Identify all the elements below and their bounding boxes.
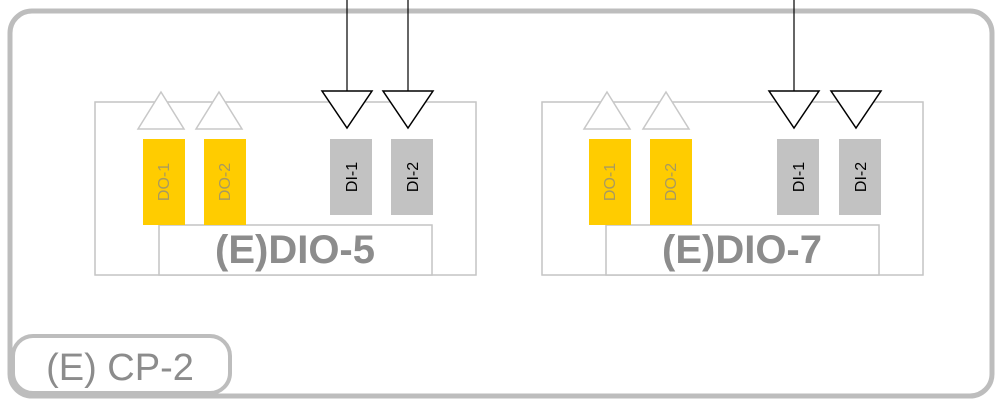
control-panel-tag (11, 334, 232, 395)
digital-output-label: DO-1 (602, 163, 619, 201)
digital-input-label: DI-2 (405, 162, 422, 192)
digital-input-block[interactable] (839, 139, 881, 215)
control-panel-label: (E) CP-2 (46, 347, 194, 389)
triangle-down-icon (767, 90, 821, 130)
digital-output-block[interactable] (650, 139, 692, 225)
module-label: (E)DIO-5 (215, 228, 375, 272)
module-label-frame (158, 224, 433, 276)
triangle-down-icon (320, 90, 374, 130)
digital-input-block[interactable] (777, 139, 819, 215)
triangle-up-icon (582, 90, 632, 130)
triangle-down-icon (381, 90, 435, 130)
io-module-dio5: (E)DIO-5 DO-1 DO-2 DI-1 DI-2 (94, 90, 477, 276)
triangle-up-icon (641, 90, 691, 130)
triangle-up-icon (136, 90, 186, 130)
module-label: (E)DIO-7 (662, 228, 822, 272)
digital-output-label: DO-1 (156, 163, 173, 201)
digital-input-block[interactable] (391, 139, 433, 215)
triangle-down-icon (829, 90, 883, 130)
triangle-up-icon (194, 90, 244, 130)
digital-input-label: DI-1 (791, 162, 808, 192)
digital-output-block[interactable] (143, 139, 185, 225)
digital-input-label: DI-1 (344, 162, 361, 192)
digital-output-block[interactable] (589, 139, 631, 225)
digital-output-label: DO-2 (217, 163, 234, 201)
digital-input-label: DI-2 (853, 162, 870, 192)
digital-output-label: DO-2 (663, 163, 680, 201)
digital-output-block[interactable] (204, 139, 246, 225)
digital-input-block[interactable] (330, 139, 372, 215)
module-label-frame (605, 224, 880, 276)
io-module-dio7: (E)DIO-7 DO-1 DO-2 DI-1 DI-2 (541, 90, 924, 276)
